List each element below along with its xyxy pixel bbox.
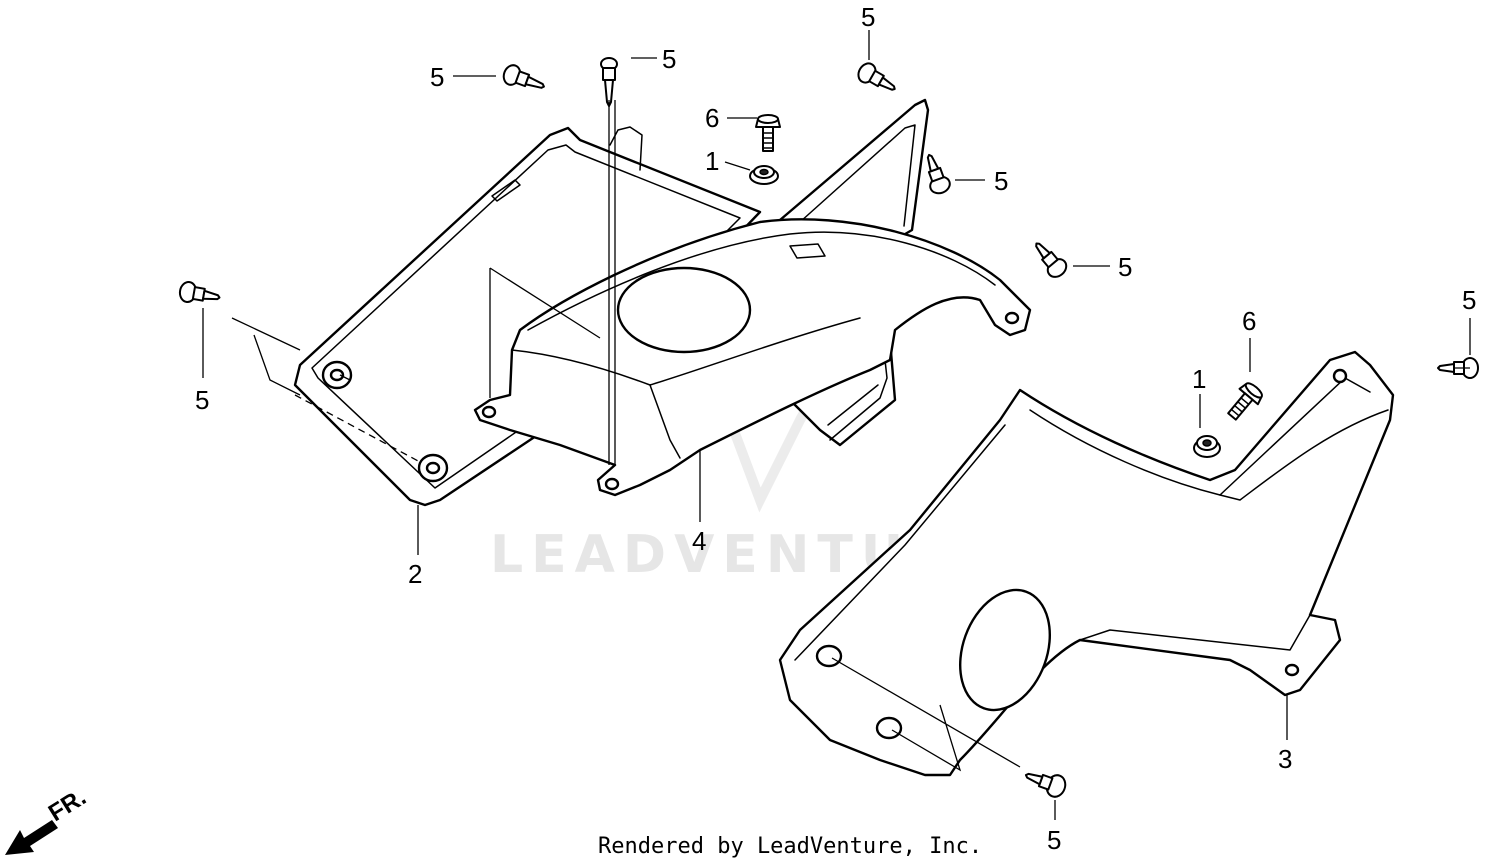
callout-5: 5 (430, 62, 444, 92)
callout-5: 5 (861, 2, 875, 32)
callout-2: 2 (408, 559, 422, 589)
callout-1: 1 (1192, 364, 1206, 394)
callout-1: 1 (705, 146, 719, 176)
direction-label: FR. (44, 784, 91, 827)
callout-5: 5 (662, 44, 676, 74)
direction-arrow-icon (5, 820, 58, 855)
callout-5: 5 (195, 385, 209, 415)
part-number-labels: 5 5 5 6 1 5 5 5 5 6 1 2 4 3 5 (195, 2, 1476, 855)
center-cover-part (473, 218, 1032, 497)
callout-5: 5 (1047, 825, 1061, 855)
callout-6: 6 (705, 103, 719, 133)
render-credit: Rendered by LeadVenture, Inc. (598, 834, 982, 859)
callout-3: 3 (1278, 744, 1292, 774)
callout-4: 4 (692, 526, 706, 556)
callout-5: 5 (994, 166, 1008, 196)
leader-lines (202, 30, 1471, 820)
front-direction-indicator: FR. (5, 784, 91, 855)
right-side-cover-part (778, 350, 1395, 777)
fasteners (178, 57, 1479, 798)
callout-5: 5 (1462, 285, 1476, 315)
callout-6: 6 (1242, 306, 1256, 336)
callout-5: 5 (1118, 252, 1132, 282)
